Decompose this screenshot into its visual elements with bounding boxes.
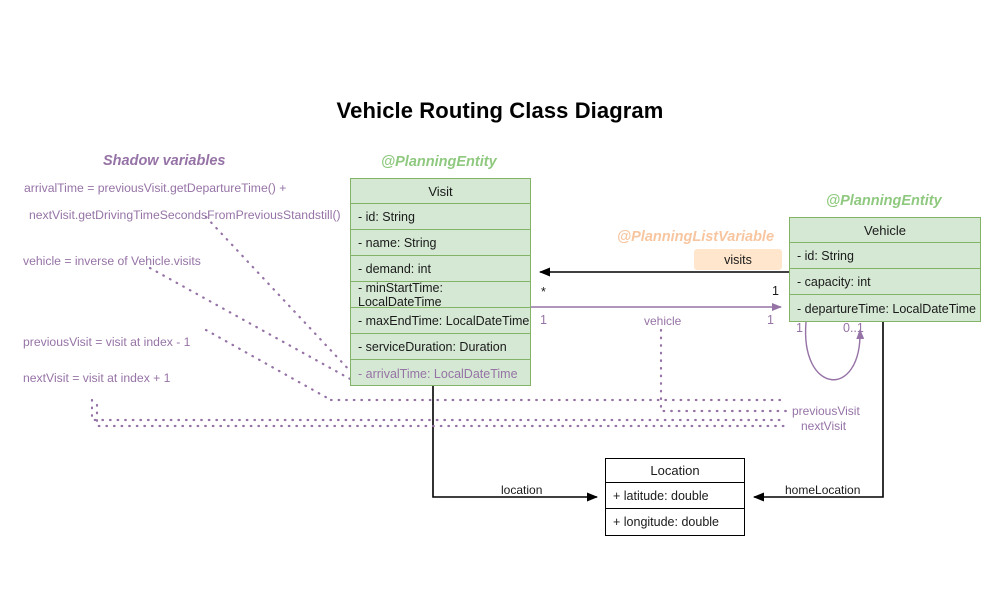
association-home-location <box>753 322 884 502</box>
attribute-row: - name: String <box>351 230 530 256</box>
attribute-row-shadow: - arrivalTime: LocalDateTime <box>358 366 518 381</box>
role-label-home-location: homeLocation <box>785 483 861 497</box>
page-title: Vehicle Routing Class Diagram <box>336 98 664 123</box>
attribute-row: + latitude: double <box>606 483 744 509</box>
attribute-row: - capacity: int <box>790 269 980 295</box>
multiplicity-visits-target: 1 <box>772 284 779 298</box>
attribute-row: - maxEndTime: LocalDateTime <box>351 308 530 334</box>
attribute-row: - serviceDuration: Duration <box>351 334 530 360</box>
multiplicity-vehicle-target: 1 <box>767 313 774 327</box>
shadow-formula-previousvisit: previousVisit = visit at index - 1 <box>23 335 191 349</box>
shadow-leader-lines <box>90 215 788 428</box>
attribute-row: - id: String <box>790 243 980 269</box>
role-label-next-visit: nextVisit <box>801 419 847 433</box>
badge-visits: visits <box>694 249 782 270</box>
multiplicity-vehicle-source: 1 <box>540 313 547 327</box>
role-label-location: location <box>501 483 543 497</box>
role-label-vehicle: vehicle <box>644 314 682 328</box>
stereotype-visit-planning-entity: @PlanningEntity <box>381 154 497 170</box>
class-box-vehicle[interactable]: Vehicle - id: String - capacity: int - d… <box>789 217 981 322</box>
attribute-row: - id: String <box>351 204 530 230</box>
class-name-location: Location <box>606 459 744 483</box>
role-label-previous-visit: previousVisit <box>792 404 860 418</box>
stereotype-planning-list-variable: @PlanningListVariable <box>617 229 775 245</box>
stereotype-vehicle-planning-entity: @PlanningEntity <box>826 193 942 209</box>
class-name-visit: Visit <box>351 179 530 204</box>
class-box-visit[interactable]: Visit - id: String - name: String - dema… <box>350 178 531 386</box>
multiplicity-self-left: 1 <box>796 321 803 335</box>
self-association-vehicle <box>804 321 865 381</box>
attribute-row: - demand: int <box>351 256 530 282</box>
attribute-row: - departureTime: LocalDateTime <box>797 301 977 316</box>
attribute-row: - minStartTime: LocalDateTime <box>351 281 530 309</box>
shadow-variables-heading: Shadow variables <box>103 153 226 169</box>
attribute-row: + longitude: double <box>606 509 744 536</box>
association-location <box>432 386 598 502</box>
class-name-vehicle: Vehicle <box>790 218 980 243</box>
multiplicity-visits-source: * <box>541 285 546 299</box>
shadow-formula-arrivaltime-line2: nextVisit.getDrivingTimeSecondsFromPrevi… <box>29 208 341 222</box>
class-box-location[interactable]: Location + latitude: double + longitude:… <box>605 458 745 536</box>
shadow-formula-nextvisit: nextVisit = visit at index + 1 <box>23 371 171 385</box>
shadow-formula-vehicle: vehicle = inverse of Vehicle.visits <box>23 254 201 268</box>
shadow-formula-arrivaltime-line1: arrivalTime = previousVisit.getDeparture… <box>24 181 287 195</box>
multiplicity-self-right: 0..1 <box>843 321 864 335</box>
